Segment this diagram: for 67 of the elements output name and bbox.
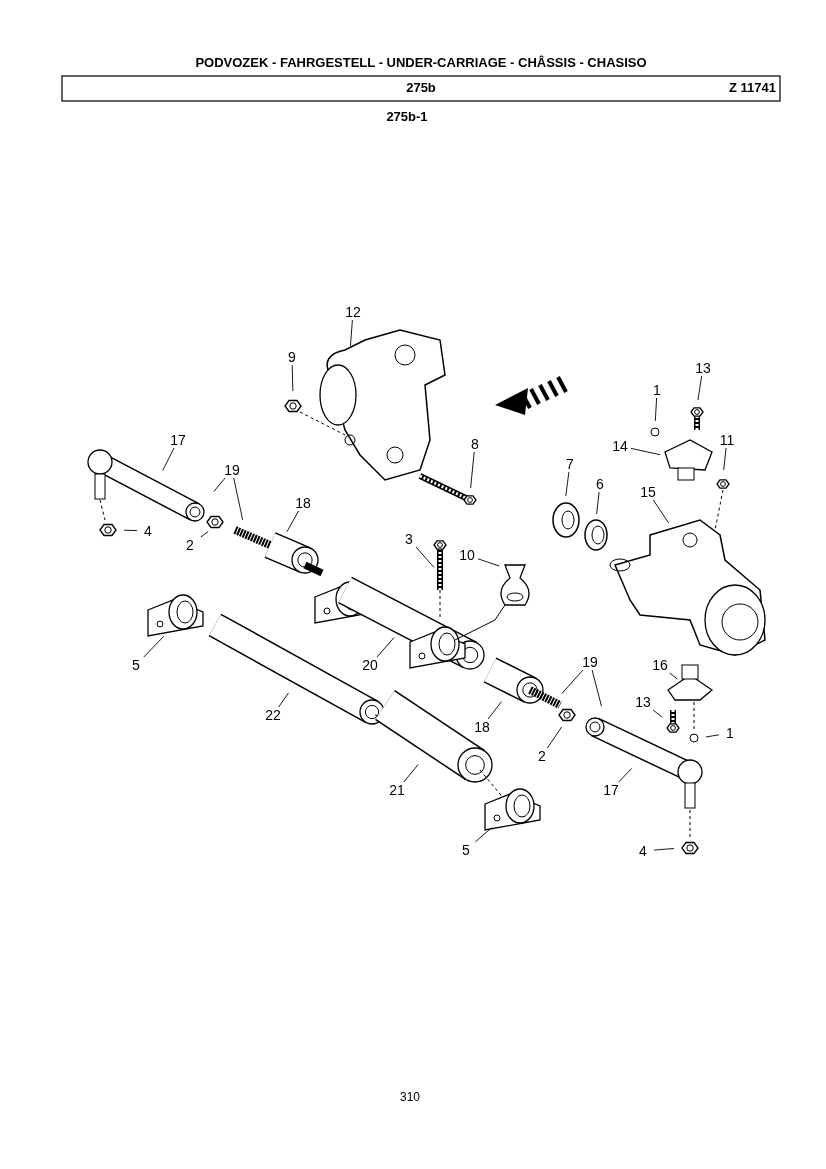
leader-line bbox=[162, 447, 175, 472]
figure-number: 275b-1 bbox=[385, 109, 429, 124]
callout-number: 5 bbox=[125, 657, 147, 673]
leader-line bbox=[278, 692, 289, 708]
callout-number: 16 bbox=[649, 657, 671, 673]
callout-number: 17 bbox=[600, 782, 622, 798]
callout-number: 11 bbox=[716, 432, 738, 448]
callout-number: 2 bbox=[531, 748, 553, 764]
title: PODVOZEK - FAHRGESTELL - UNDER-CARRIAGE - CHÂSSIS - CHASISO bbox=[194, 55, 648, 70]
leader-line bbox=[596, 491, 600, 515]
leader-line bbox=[669, 672, 678, 680]
leader-line bbox=[697, 375, 703, 401]
callout-number: 19 bbox=[221, 462, 243, 478]
leader-line bbox=[705, 734, 720, 738]
leader-line bbox=[630, 447, 661, 456]
callout-number: 7 bbox=[559, 456, 581, 472]
callout-number: 1 bbox=[719, 725, 741, 741]
leader-line bbox=[286, 510, 299, 533]
sheet-number: 275b bbox=[405, 80, 437, 95]
leader-line bbox=[291, 364, 294, 392]
leader-line bbox=[565, 471, 570, 497]
callout-number: 21 bbox=[386, 782, 408, 798]
callout-number: 9 bbox=[281, 349, 303, 365]
callout-number: 3 bbox=[398, 531, 420, 547]
callout-number: 8 bbox=[464, 436, 486, 452]
leader-line bbox=[652, 709, 663, 718]
leader-line bbox=[591, 669, 602, 707]
leader-line bbox=[350, 319, 353, 347]
callout-number: 6 bbox=[589, 476, 611, 492]
leader-line bbox=[654, 397, 658, 422]
leader-line bbox=[653, 848, 675, 851]
leader-line bbox=[470, 451, 475, 489]
callout-number: 17 bbox=[167, 432, 189, 448]
callout-number: 19 bbox=[579, 654, 601, 670]
callout-number: 20 bbox=[359, 657, 381, 673]
callout-number: 18 bbox=[471, 719, 493, 735]
leader-line bbox=[213, 477, 226, 492]
leader-line bbox=[618, 767, 633, 783]
page-number: 310 bbox=[399, 1090, 421, 1104]
drawing-number: Z 11741 bbox=[729, 80, 776, 95]
leader-line bbox=[123, 529, 138, 532]
leader-line bbox=[487, 701, 502, 720]
callout-number: 14 bbox=[609, 438, 631, 454]
callout-number: 4 bbox=[632, 843, 654, 859]
callout-number: 5 bbox=[455, 842, 477, 858]
leader-line bbox=[723, 447, 727, 471]
callout-number: 12 bbox=[342, 304, 364, 320]
leader-line bbox=[233, 477, 244, 521]
leader-line bbox=[403, 764, 419, 783]
leader-line bbox=[652, 499, 670, 524]
leader-line bbox=[561, 669, 584, 694]
callout-number: 10 bbox=[456, 547, 478, 563]
callout-number: 13 bbox=[692, 360, 714, 376]
leader-line bbox=[415, 546, 435, 568]
leader-line bbox=[376, 637, 395, 658]
leader-line bbox=[477, 558, 500, 567]
leader-line bbox=[474, 827, 492, 843]
callout-number: 18 bbox=[292, 495, 314, 511]
callout-number: 2 bbox=[179, 537, 201, 553]
callout-number: 15 bbox=[637, 484, 659, 500]
callout-number: 1 bbox=[646, 382, 668, 398]
leader-line bbox=[200, 531, 209, 538]
callout-number: 22 bbox=[262, 707, 284, 723]
leader-line bbox=[546, 726, 563, 749]
leader-line bbox=[143, 635, 165, 658]
callout-number: 13 bbox=[632, 694, 654, 710]
callout-number: 4 bbox=[137, 523, 159, 539]
